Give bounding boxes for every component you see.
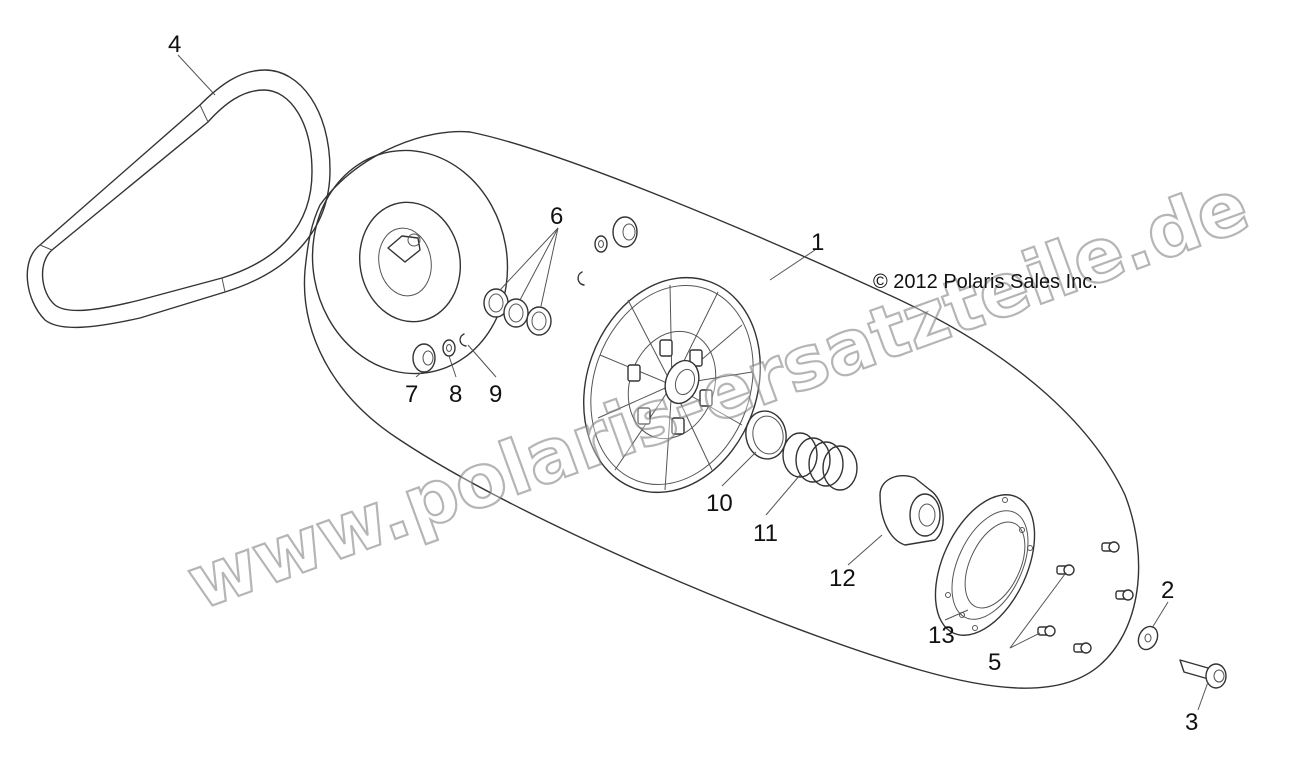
bolts-5 <box>1037 541 1134 654</box>
retainer-washer-bearing-upper <box>577 216 638 286</box>
washer-2 <box>1137 625 1159 651</box>
callout-10: 10 <box>706 490 733 517</box>
drive-belt <box>26 69 331 329</box>
leader-lines <box>177 54 1209 711</box>
bearing-7 <box>412 343 436 373</box>
callout-8: 8 <box>449 381 462 408</box>
callout-12: 12 <box>829 565 856 592</box>
clutch-cover <box>303 130 1140 689</box>
retaining-ring-9 <box>459 333 467 347</box>
callout-13: 13 <box>928 622 955 649</box>
ring-10 <box>745 410 787 460</box>
watermark: www.polaris-ersatzteile.de <box>177 163 1260 627</box>
callout-11: 11 <box>753 520 778 547</box>
hub-12 <box>879 475 944 546</box>
callout-9: 9 <box>489 381 502 408</box>
callout-2: 2 <box>1161 577 1174 604</box>
callout-5: 5 <box>988 649 1001 676</box>
seal-plate-13 <box>934 494 1036 636</box>
callout-1: 1 <box>811 229 824 256</box>
washer-8 <box>442 339 456 357</box>
callout-7: 7 <box>405 381 418 408</box>
copyright-notice: © 2012 Polaris Sales Inc. <box>873 271 1098 293</box>
bolt-3 <box>1179 659 1227 689</box>
spring-11 <box>782 432 858 491</box>
bushings-6 <box>483 288 552 336</box>
fixed-sheave <box>583 276 761 494</box>
driven-sheave-outer <box>311 149 509 375</box>
callout-4: 4 <box>168 31 181 58</box>
callout-6: 6 <box>550 203 563 230</box>
callout-3: 3 <box>1185 709 1198 736</box>
